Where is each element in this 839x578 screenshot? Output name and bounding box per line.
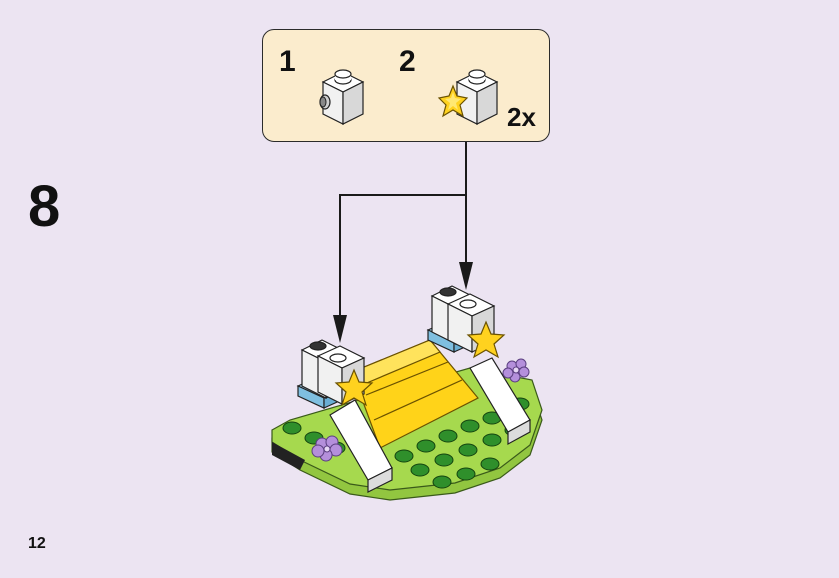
sub-assembly-callout: 1 2 2x bbox=[262, 29, 550, 142]
flower-icon bbox=[311, 435, 343, 462]
star-icon bbox=[466, 320, 506, 359]
arrow-down-icon bbox=[333, 315, 347, 343]
yellow-ramp bbox=[351, 339, 479, 449]
sub-step-2-number: 2 bbox=[399, 45, 416, 78]
arrow-down-icon bbox=[459, 262, 473, 290]
star-brick-icon bbox=[437, 69, 499, 125]
white-brick-icon bbox=[319, 69, 365, 125]
sub-step-2-quantity: 2x bbox=[507, 102, 536, 132]
right-stair bbox=[469, 357, 531, 446]
baseplate-studs bbox=[282, 397, 530, 489]
right-pillar bbox=[426, 285, 496, 353]
page-number: 12 bbox=[28, 535, 46, 552]
step-number: 8 bbox=[28, 174, 61, 239]
star-icon bbox=[334, 368, 374, 407]
flower-icon bbox=[502, 358, 530, 383]
guide-lines bbox=[339, 142, 467, 318]
left-stair bbox=[329, 399, 393, 493]
sub-step-1-number: 1 bbox=[279, 45, 296, 78]
